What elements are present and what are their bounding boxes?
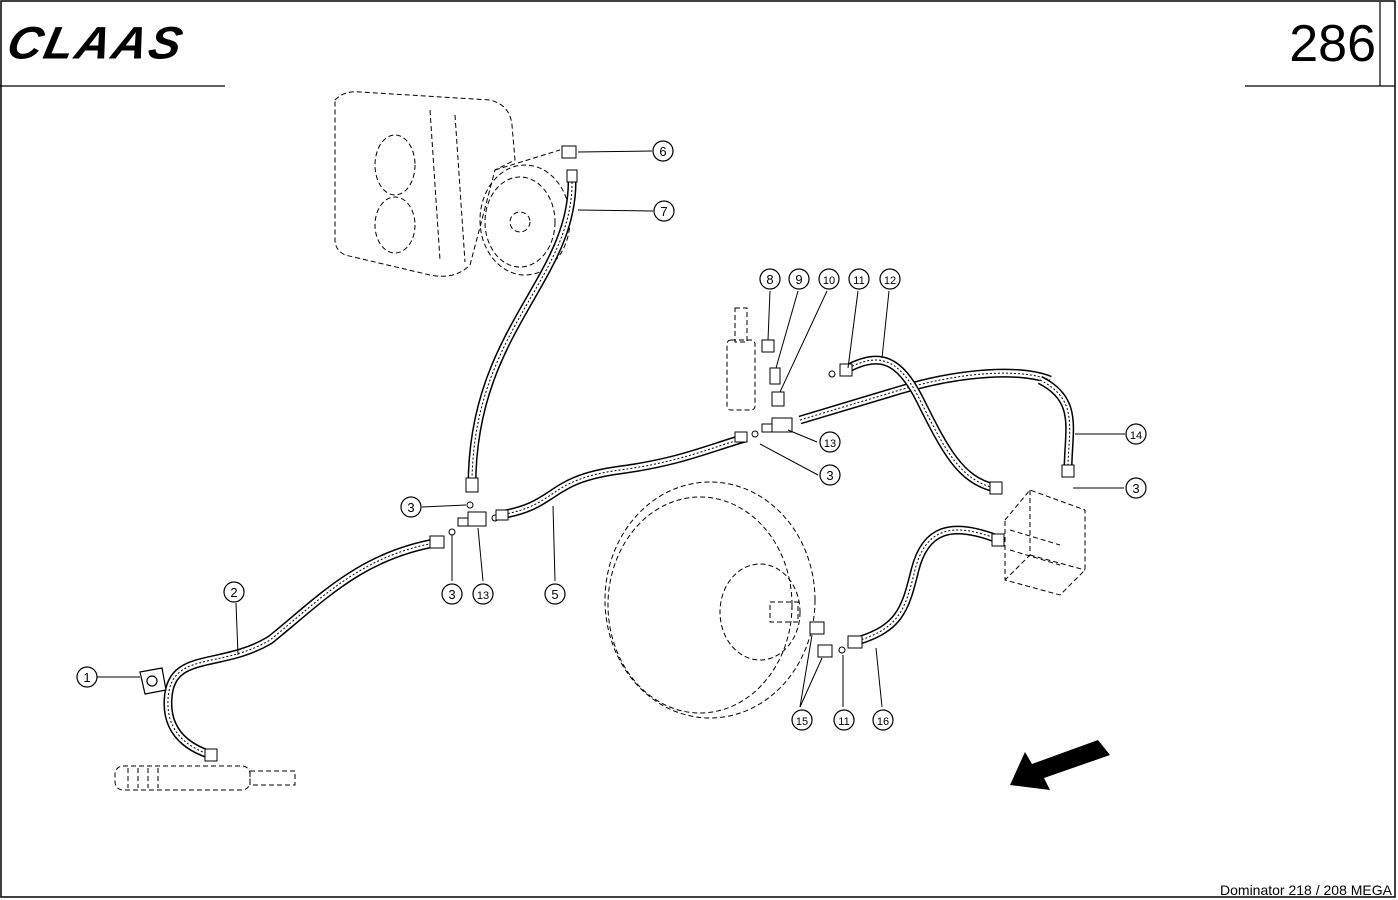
bracket-1 — [139, 667, 167, 695]
callout-6-circle — [652, 140, 674, 162]
callout-3b-circle — [441, 583, 463, 605]
callout-14: 14 — [1130, 430, 1142, 442]
callout-10-circle — [818, 268, 840, 290]
callout-2: 2 — [230, 585, 237, 600]
callout-circles — [76, 140, 1147, 731]
hose-5 — [495, 430, 759, 521]
callout-9-circle — [788, 268, 810, 290]
callout-12: 12 — [884, 275, 896, 287]
leader-lines — [94, 150, 1125, 708]
model-footer: Dominator 218 / 208 MEGA — [1220, 882, 1392, 898]
callout-14-circle — [1125, 423, 1147, 445]
callout-labels: 1 2 3 3 13 5 6 7 8 9 10 11 12 13 3 14 3 … — [83, 144, 1142, 728]
callout-11a: 11 — [853, 275, 864, 287]
callout-16: 16 — [877, 716, 889, 728]
hose-16 — [847, 525, 1005, 649]
callout-3d: 3 — [1132, 481, 1139, 496]
hose-12 — [839, 355, 1003, 495]
callout-13b: 13 — [824, 438, 836, 450]
callout-15: 15 — [796, 716, 808, 728]
callout-8: 8 — [766, 272, 773, 287]
callout-13a-circle — [472, 583, 494, 605]
callout-11b-circle — [833, 709, 855, 731]
page-number: 286 — [1289, 15, 1376, 73]
callout-13b-circle — [819, 431, 841, 453]
callout-10: 10 — [823, 275, 835, 287]
callout-3c-circle — [819, 464, 841, 486]
callout-3c: 3 — [826, 468, 833, 483]
callout-5-circle — [544, 583, 566, 605]
callout-11b: 11 — [838, 716, 849, 728]
callout-7-circle — [653, 200, 675, 222]
steering-cylinder — [114, 765, 296, 791]
callout-16-circle — [872, 709, 894, 731]
callout-12-circle — [879, 268, 901, 290]
tee-fitting-13a — [448, 501, 499, 536]
fittings-15 — [809, 621, 846, 658]
fittings-8-10 — [761, 339, 836, 407]
callout-2-circle — [223, 581, 245, 603]
callout-3d-circle — [1125, 477, 1147, 499]
callout-13a: 13 — [477, 590, 489, 602]
brand-logo: CLAAS — [2, 18, 189, 69]
callout-5: 5 — [551, 587, 558, 602]
hose-7 — [465, 169, 578, 493]
callout-3b: 3 — [448, 587, 455, 602]
direction-arrow — [1010, 740, 1110, 790]
callout-8-circle — [759, 268, 781, 290]
hose-2 — [163, 535, 445, 762]
callout-9: 9 — [795, 272, 802, 287]
callout-15-circle — [791, 709, 813, 731]
tee-fitting-13b — [761, 417, 793, 433]
callout-1: 1 — [83, 670, 90, 685]
callout-6: 6 — [659, 144, 666, 159]
callout-3a: 3 — [407, 500, 414, 515]
pump-unit — [334, 91, 571, 277]
callout-1-circle — [76, 666, 98, 688]
callout-3a-circle — [400, 496, 422, 518]
wheel — [604, 481, 816, 719]
callout-7: 7 — [660, 204, 667, 219]
control-valve-block — [1004, 489, 1086, 596]
callout-11a-circle — [848, 268, 870, 290]
fitting-6 — [561, 145, 577, 159]
hose-14 — [1037, 375, 1075, 478]
ram-cylinder — [726, 307, 756, 411]
